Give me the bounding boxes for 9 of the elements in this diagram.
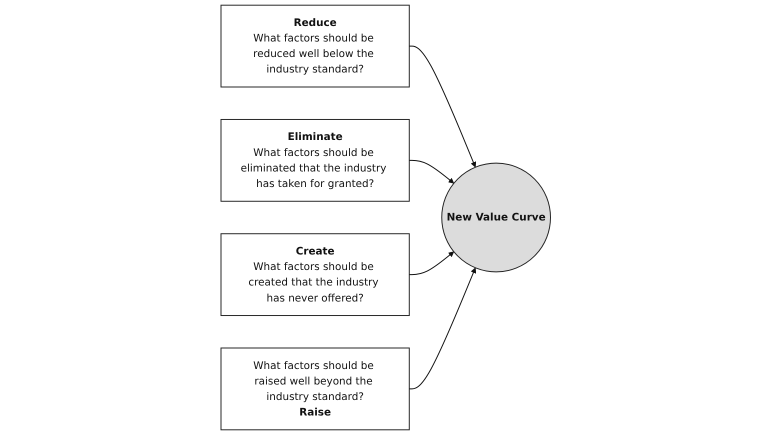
node-box: Reduce What factors should be reduced well below the industry standard? [220,4,410,88]
node-box: Create What factors should be created that the industry has never offered? [220,233,410,316]
arrow [408,160,454,184]
arrow [408,46,476,168]
node-circle: New Value Curve [441,162,551,272]
node-box: What factors should be raised well beyond the industry standard? Raise [220,348,410,430]
arrow [408,268,476,390]
arrow [408,251,454,276]
node-box: Eliminate What factors should be eliminated that the industry has taken for granted? [220,118,410,202]
